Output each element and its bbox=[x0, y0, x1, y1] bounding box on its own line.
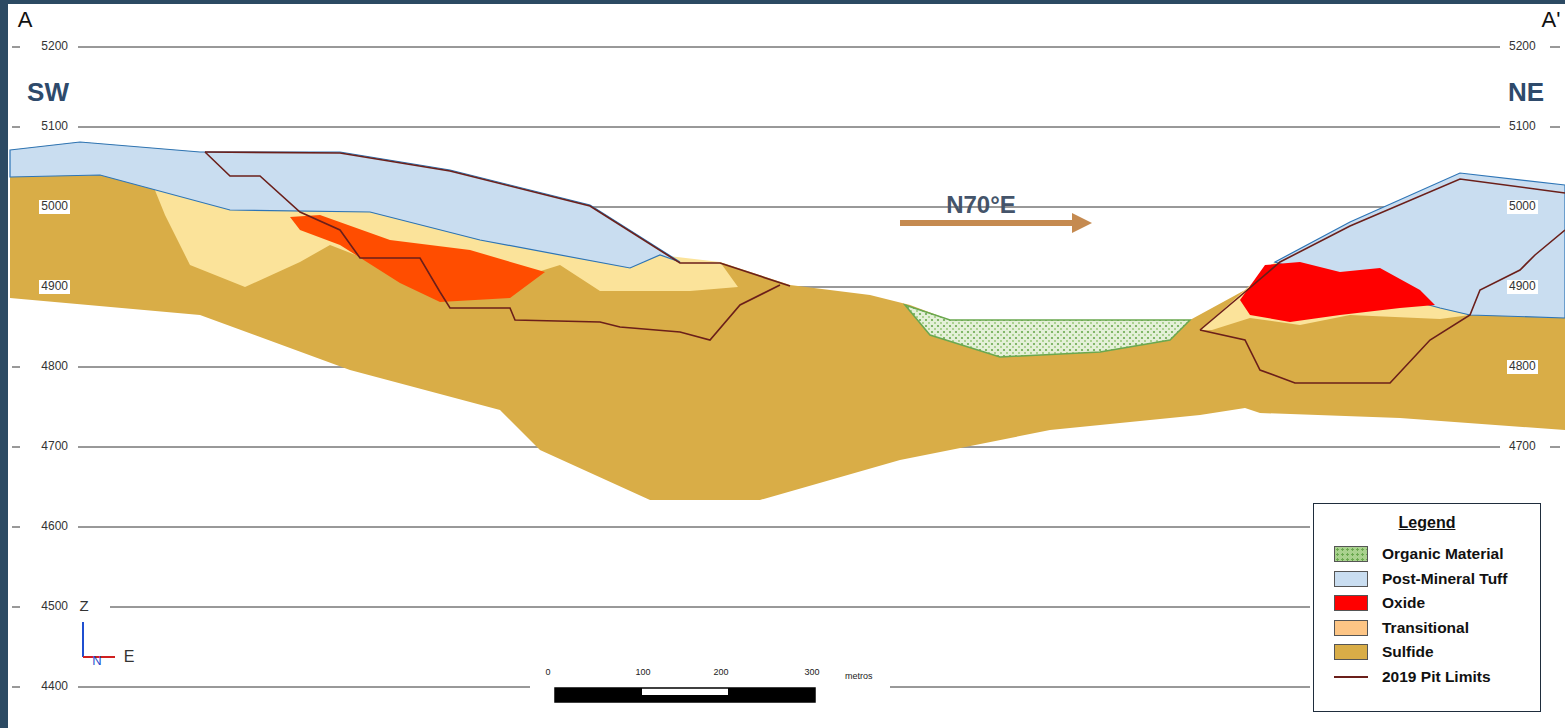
section-label: A' bbox=[1542, 8, 1561, 32]
legend-row: Post-Mineral Tuff bbox=[1314, 567, 1540, 592]
legend-row: Oxide bbox=[1314, 591, 1540, 616]
section-label: 4700 bbox=[39, 440, 70, 453]
legend-text: 2019 Pit Limits bbox=[1382, 668, 1491, 686]
section-label: Z bbox=[79, 598, 88, 615]
section-label: E bbox=[124, 648, 135, 666]
legend-swatch bbox=[1334, 595, 1368, 611]
section-label: 4700 bbox=[1507, 440, 1538, 453]
legend-swatch bbox=[1334, 644, 1368, 660]
section-label: 5100 bbox=[1507, 120, 1538, 133]
section-label: 4900 bbox=[39, 280, 70, 293]
legend-row: Organic Material bbox=[1314, 542, 1540, 567]
legend-swatch bbox=[1334, 546, 1368, 562]
section-label: 5200 bbox=[1507, 40, 1538, 53]
section-label: N bbox=[92, 654, 101, 668]
section-label: 4500 bbox=[39, 600, 70, 613]
section-label: 5000 bbox=[1507, 200, 1538, 213]
section-label: 5000 bbox=[39, 200, 70, 213]
section-label: 4800 bbox=[39, 360, 70, 373]
legend-line-sample bbox=[1334, 676, 1368, 678]
legend-row: Sulfide bbox=[1314, 640, 1540, 665]
section-label: 5200 bbox=[39, 40, 70, 53]
legend-box: LegendOrganic MaterialPost-Mineral TuffO… bbox=[1313, 503, 1541, 712]
legend-text: Organic Material bbox=[1382, 545, 1503, 563]
section-label: 4600 bbox=[39, 520, 70, 533]
legend-text: Sulfide bbox=[1382, 643, 1434, 661]
section-label: A bbox=[18, 8, 33, 32]
section-label: 200 bbox=[713, 668, 728, 678]
legend-text: Oxide bbox=[1382, 594, 1425, 612]
section-label: NE bbox=[1508, 78, 1544, 107]
legend-text: Post-Mineral Tuff bbox=[1382, 570, 1507, 588]
section-label: 4400 bbox=[39, 680, 70, 693]
legend-row: 2019 Pit Limits bbox=[1314, 665, 1540, 690]
section-label: 5100 bbox=[39, 120, 70, 133]
section-label: 300 bbox=[804, 668, 819, 678]
legend-swatch bbox=[1334, 571, 1368, 587]
section-label: SW bbox=[27, 78, 69, 107]
section-label: 4800 bbox=[1507, 360, 1538, 373]
section-label: 4900 bbox=[1507, 280, 1538, 293]
legend-swatch bbox=[1334, 620, 1368, 636]
legend-title: Legend bbox=[1314, 514, 1540, 532]
legend-row: Transitional bbox=[1314, 616, 1540, 641]
section-label: 100 bbox=[635, 668, 650, 678]
legend-text: Transitional bbox=[1382, 619, 1469, 637]
section-label: N70°E bbox=[946, 192, 1016, 218]
section-label: metros bbox=[845, 672, 873, 682]
section-label: 0 bbox=[545, 668, 550, 678]
